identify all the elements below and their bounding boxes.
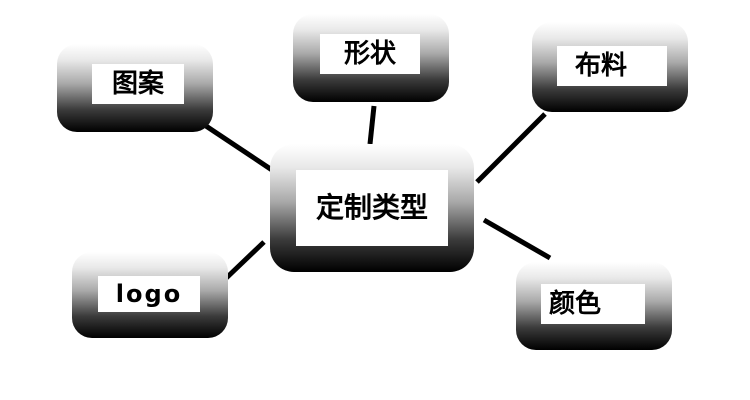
node-color: 颜色 [516,262,672,350]
node-label-shape: 形状 [320,34,420,74]
node-label-fabric: 布料 [557,46,667,86]
connector-shape [367,105,377,145]
node-center: 定制类型 [270,144,474,272]
node-label-pattern: 图案 [92,64,184,104]
node-label-color: 颜色 [541,284,645,324]
node-label-logo: logo [98,276,200,312]
node-shape: 形状 [293,14,449,102]
node-label-center: 定制类型 [296,170,448,246]
connector-fabric [475,112,547,184]
node-logo: logo [72,252,228,338]
node-pattern: 图案 [57,44,213,132]
connector-color [482,217,552,261]
node-fabric: 布料 [532,22,688,112]
connector-pattern [204,123,274,173]
